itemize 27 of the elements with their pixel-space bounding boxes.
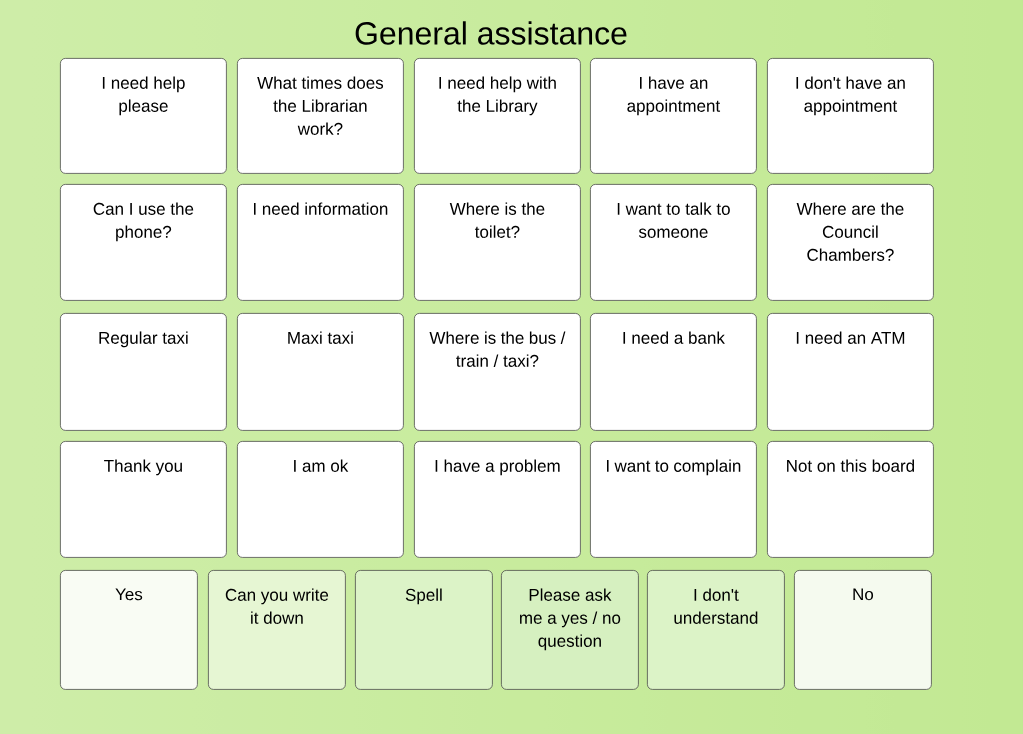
board-button: Where are the Council Chambers? — [767, 184, 934, 301]
board-button: Can I use the phone? — [60, 184, 227, 301]
board-button: Please ask me a yes / no question — [501, 570, 639, 690]
board-button: I want to talk to someone — [590, 184, 757, 301]
board-button: Not on this board — [767, 441, 934, 558]
board-button: I need help please — [60, 58, 227, 174]
board-button: Spell — [355, 570, 493, 690]
board-button: Where is the bus / train / taxi? — [414, 313, 581, 431]
board-button: Can you write it down — [208, 570, 346, 690]
board-button: Where is the toilet? — [414, 184, 581, 301]
board-button: Thank you — [60, 441, 227, 558]
board-button: No — [794, 570, 932, 690]
board-button: I want to complain — [590, 441, 757, 558]
board-button: I don't have an appointment — [767, 58, 934, 174]
board-button: I have an appointment — [590, 58, 757, 174]
board-button: I have a problem — [414, 441, 581, 558]
board-button: What times does the Librarian work? — [237, 58, 404, 174]
board-button: Yes — [60, 570, 198, 690]
board-button: I need help with the Library — [414, 58, 581, 174]
board-button: Regular taxi — [60, 313, 227, 431]
board-button: I need information — [237, 184, 404, 301]
board-button: I don't understand — [647, 570, 785, 690]
board-button: I am ok — [237, 441, 404, 558]
board-button: I need a bank — [590, 313, 757, 431]
board-button: Maxi taxi — [237, 313, 404, 431]
board-button: I need an ATM — [767, 313, 934, 431]
title: General assistance — [355, 21, 627, 45]
